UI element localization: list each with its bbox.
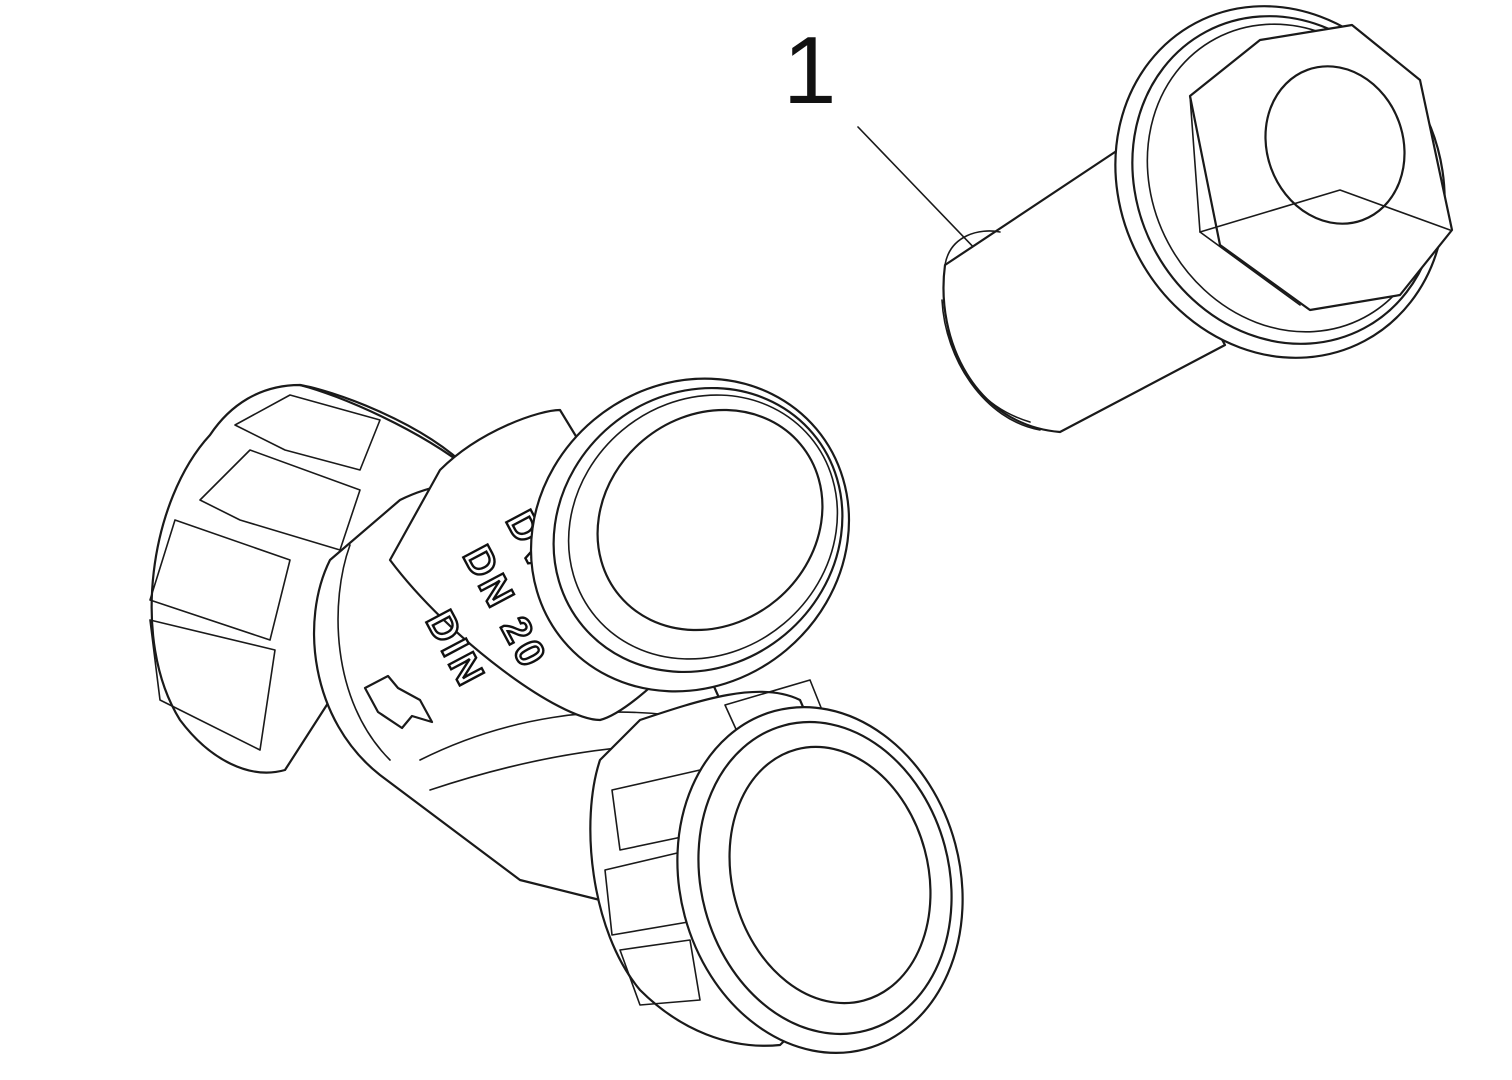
- left-cap-grip-4: [149, 619, 276, 751]
- right-end-cap: [589, 679, 964, 1054]
- outlet-opening-ring: [697, 720, 953, 1036]
- left-end-cap: [149, 383, 472, 774]
- strainer-plug: [941, 5, 1454, 434]
- strainer-body: DVGW DN 20 DIN: [149, 377, 964, 1054]
- branch-opening-outer: [529, 377, 851, 693]
- callout-1: 1: [783, 17, 1006, 281]
- plug-cylinder-edge-inner: [947, 329, 1031, 423]
- branch-opening-ring: [552, 386, 844, 674]
- left-cap-outline: [150, 383, 472, 774]
- branch-opening: [529, 377, 851, 693]
- left-cap-grip-2: [199, 449, 361, 551]
- flow-arrow-icon: [363, 674, 434, 730]
- left-cap-grip-3: [149, 519, 291, 641]
- plug-hex-facet-2: [1199, 189, 1451, 233]
- right-cap-grip-3: [619, 939, 701, 1006]
- plug-hex-face-circle: [1264, 65, 1406, 225]
- plug-cylinder-rim: [944, 230, 1001, 266]
- outlet-opening-bore: [728, 745, 932, 1005]
- outlet-opening-outer: [676, 706, 964, 1054]
- callout-number: 1: [783, 17, 836, 124]
- branch-opening-bore: [596, 408, 824, 632]
- left-cap-top-rim: [298, 383, 472, 472]
- plug-hex-head: [1188, 23, 1454, 312]
- flow-arrow: [363, 674, 434, 730]
- left-cap-grip-1: [234, 394, 381, 471]
- branch-opening-ring-2: [567, 394, 839, 660]
- main-pipe-ring: [337, 544, 391, 761]
